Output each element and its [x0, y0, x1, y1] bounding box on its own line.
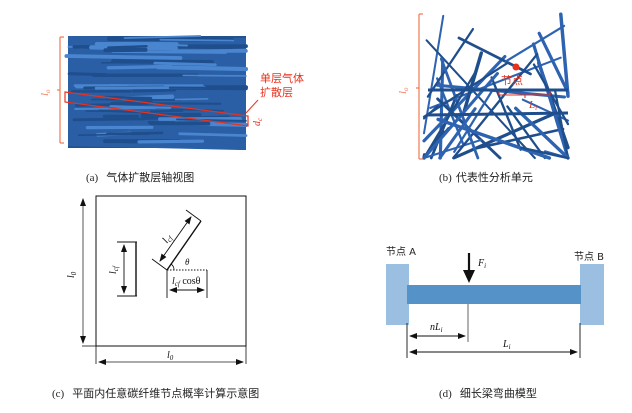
- force-arrow-icon: [463, 270, 475, 283]
- caption-a-label: (a): [86, 172, 98, 184]
- layer-label-line1: 单层气体: [260, 71, 304, 85]
- fiber-streak: [180, 134, 246, 136]
- fiber-streak: [176, 99, 208, 100]
- tilted-fiber: [167, 221, 201, 270]
- fiber-streak: [151, 111, 182, 112]
- height-bracket: [57, 37, 64, 143]
- panel-c: l0 l0 lcf lcf θ lcf cosθ (c) 平面内任意碳纤维节点概率…: [0, 190, 316, 409]
- fiber-streak: [107, 133, 162, 134]
- span-label: Li: [502, 339, 511, 351]
- tilted-fiber-label: lcf: [160, 232, 175, 246]
- fiber-streak: [160, 40, 233, 41]
- fiber-streak: [66, 56, 180, 58]
- fiber-streak: [74, 119, 144, 120]
- segment-label: Li: [528, 99, 537, 112]
- fiber-streak: [133, 90, 175, 91]
- caption-c-label: (c): [52, 388, 64, 400]
- node-dot: [513, 64, 520, 71]
- thickness-label: dc: [252, 117, 264, 126]
- fiber-network: [424, 14, 568, 158]
- support-a: [386, 264, 409, 325]
- beam: [407, 285, 581, 304]
- load-position-label: nLi: [430, 322, 443, 334]
- vertical-fiber-label: lcf: [108, 265, 120, 274]
- side-label: lo: [397, 87, 410, 94]
- node-label: 节点: [501, 74, 523, 87]
- width-dim-label: l0: [167, 350, 174, 362]
- panel-b: lo 节点 Li (b) 代表性分析单元: [316, 0, 632, 195]
- fiber-streak: [139, 141, 202, 142]
- caption-a: (a) 气体扩散层轴视图: [86, 169, 194, 185]
- probability-schematic: l0 l0 lcf lcf θ lcf cosθ: [0, 190, 316, 409]
- height-label: lo: [39, 89, 52, 96]
- caption-d: (d) 细长梁弯曲模型: [439, 385, 537, 401]
- tilted-fiber-tick-high: [186, 210, 201, 221]
- fiber-streak: [177, 47, 231, 49]
- fiber-streak: [108, 46, 146, 47]
- fiber-streak: [155, 63, 216, 65]
- caption-d-text: 细长梁弯曲模型: [460, 387, 537, 400]
- layer-label-line2: 扩散层: [260, 85, 293, 99]
- force-label: Fi: [477, 258, 486, 270]
- beam-bending-model: 节点 A 节点 B Fi nLi Li: [316, 190, 632, 409]
- panel-a: lo 单层气体 扩散层 dc (a) 气体扩散层轴视图: [0, 0, 316, 195]
- projection-label: lcf cosθ: [172, 276, 201, 288]
- angle-arc: [171, 264, 174, 270]
- representative-element-figure: lo 节点 Li: [316, 0, 632, 195]
- tilted-fiber-tick-low: [152, 259, 167, 270]
- layer-leader-line: [246, 100, 258, 113]
- gdl-fiber-mass: [66, 36, 246, 150]
- caption-a-text: 气体扩散层轴视图: [106, 171, 194, 184]
- panel-d: 节点 A 节点 B Fi nLi Li (d) 细长梁弯曲模型: [316, 190, 632, 409]
- caption-b-text: 代表性分析单元: [456, 171, 533, 184]
- fiber-streak: [92, 99, 181, 100]
- gdl-axial-view-figure: lo 单层气体 扩散层 dc: [0, 0, 316, 195]
- fiber-streak: [149, 122, 199, 123]
- caption-b: (b) 代表性分析单元: [439, 169, 533, 185]
- node-a-label: 节点 A: [386, 246, 416, 258]
- support-b: [580, 264, 604, 325]
- angle-label: θ: [185, 257, 190, 267]
- fiber-streak: [108, 66, 170, 67]
- network-fiber: [428, 113, 568, 115]
- caption-c: (c) 平面内任意碳纤维节点概率计算示意图: [52, 385, 259, 401]
- caption-d-label: (d): [439, 388, 452, 400]
- side-bracket: [416, 14, 423, 159]
- height-dim-label: l0: [66, 271, 78, 278]
- node-b-label: 节点 B: [574, 251, 604, 263]
- caption-c-text: 平面内任意碳纤维节点概率计算示意图: [72, 387, 259, 400]
- caption-b-label: (b): [439, 172, 452, 184]
